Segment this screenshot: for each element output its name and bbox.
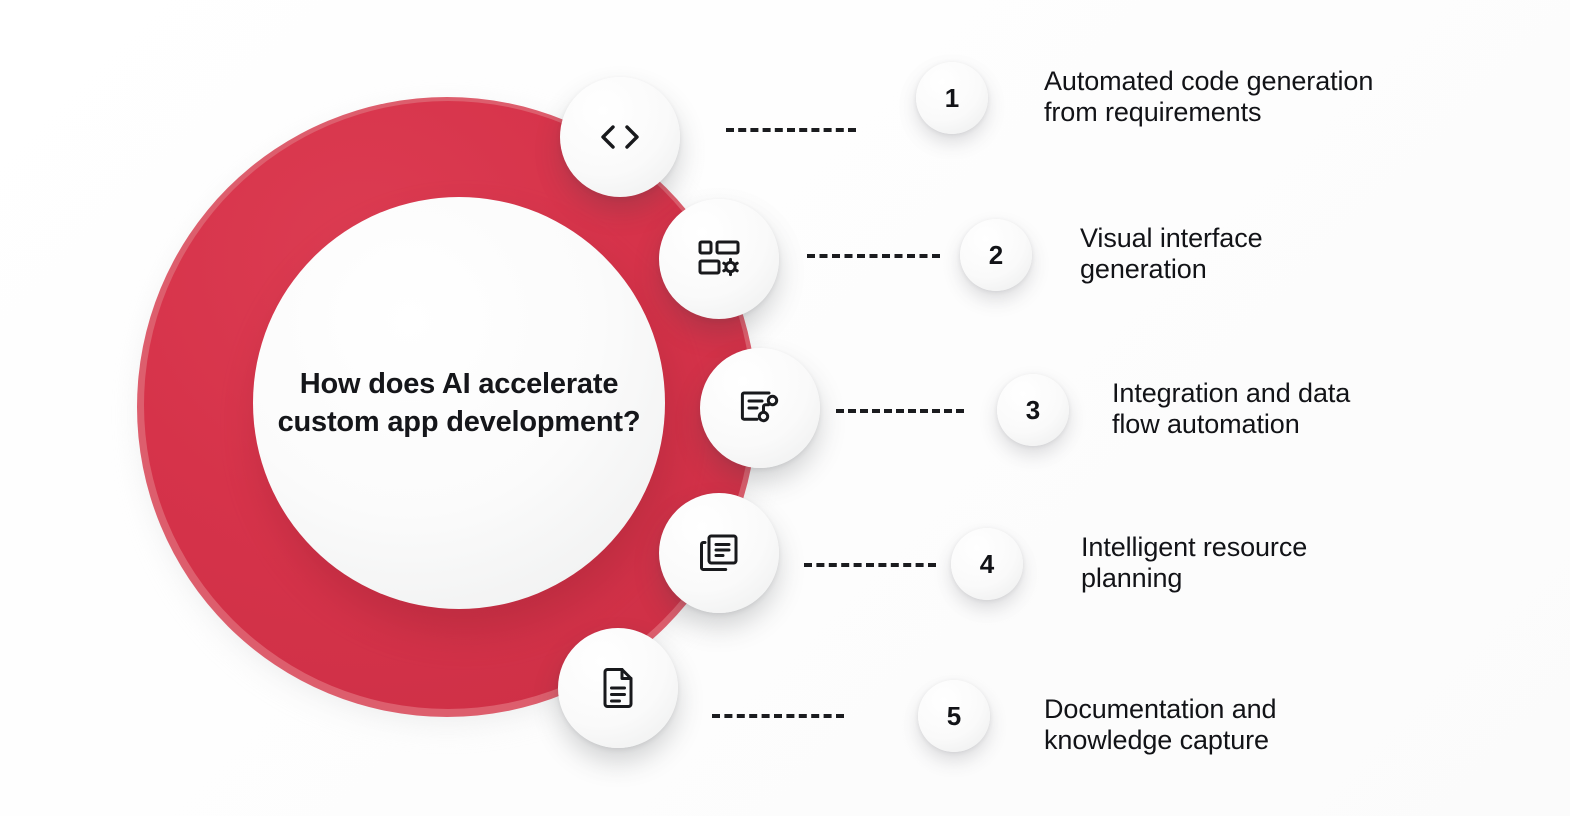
number-badge-2: 2 xyxy=(960,219,1032,291)
data-flow-icon xyxy=(739,388,781,428)
item-label-4: Intelligent resource planning xyxy=(1081,532,1308,594)
central-hub: How does AI accelerate custom app develo… xyxy=(137,97,757,719)
icon-bubble-5[interactable] xyxy=(558,628,678,748)
connector-line-4 xyxy=(804,563,936,567)
connector-line-2 xyxy=(807,254,940,258)
number-badge-4-value: 4 xyxy=(979,548,995,579)
number-badge-1-value: 1 xyxy=(944,82,960,113)
connector-line-1 xyxy=(726,128,856,132)
number-badge-3: 3 xyxy=(997,374,1069,446)
hub-inner-circle: How does AI accelerate custom app develo… xyxy=(253,197,665,609)
item-label-1: Automated code generation from requireme… xyxy=(1044,66,1374,128)
code-brackets-icon xyxy=(598,120,642,154)
icon-bubble-1[interactable] xyxy=(560,77,680,197)
item-label-2: Visual interface generation xyxy=(1080,223,1263,285)
layout-settings-icon xyxy=(698,239,740,279)
number-badge-5: 5 xyxy=(918,680,990,752)
connector-line-3 xyxy=(836,409,964,413)
icon-bubble-3[interactable] xyxy=(700,348,820,468)
icon-bubble-2[interactable] xyxy=(659,199,779,319)
number-badge-1: 1 xyxy=(916,62,988,134)
number-badge-2-value: 2 xyxy=(988,239,1004,270)
icon-bubble-4[interactable] xyxy=(659,493,779,613)
item-label-5: Documentation and knowledge capture xyxy=(1044,694,1277,756)
connector-line-5 xyxy=(712,714,844,718)
number-badge-3-value: 3 xyxy=(1025,394,1041,425)
page-title: How does AI accelerate custom app develo… xyxy=(277,367,641,438)
number-badge-5-value: 5 xyxy=(946,700,962,731)
document-icon xyxy=(600,667,636,709)
item-label-3: Integration and data flow automation xyxy=(1112,378,1351,440)
stacked-documents-icon xyxy=(699,533,739,573)
number-badge-4: 4 xyxy=(951,528,1023,600)
